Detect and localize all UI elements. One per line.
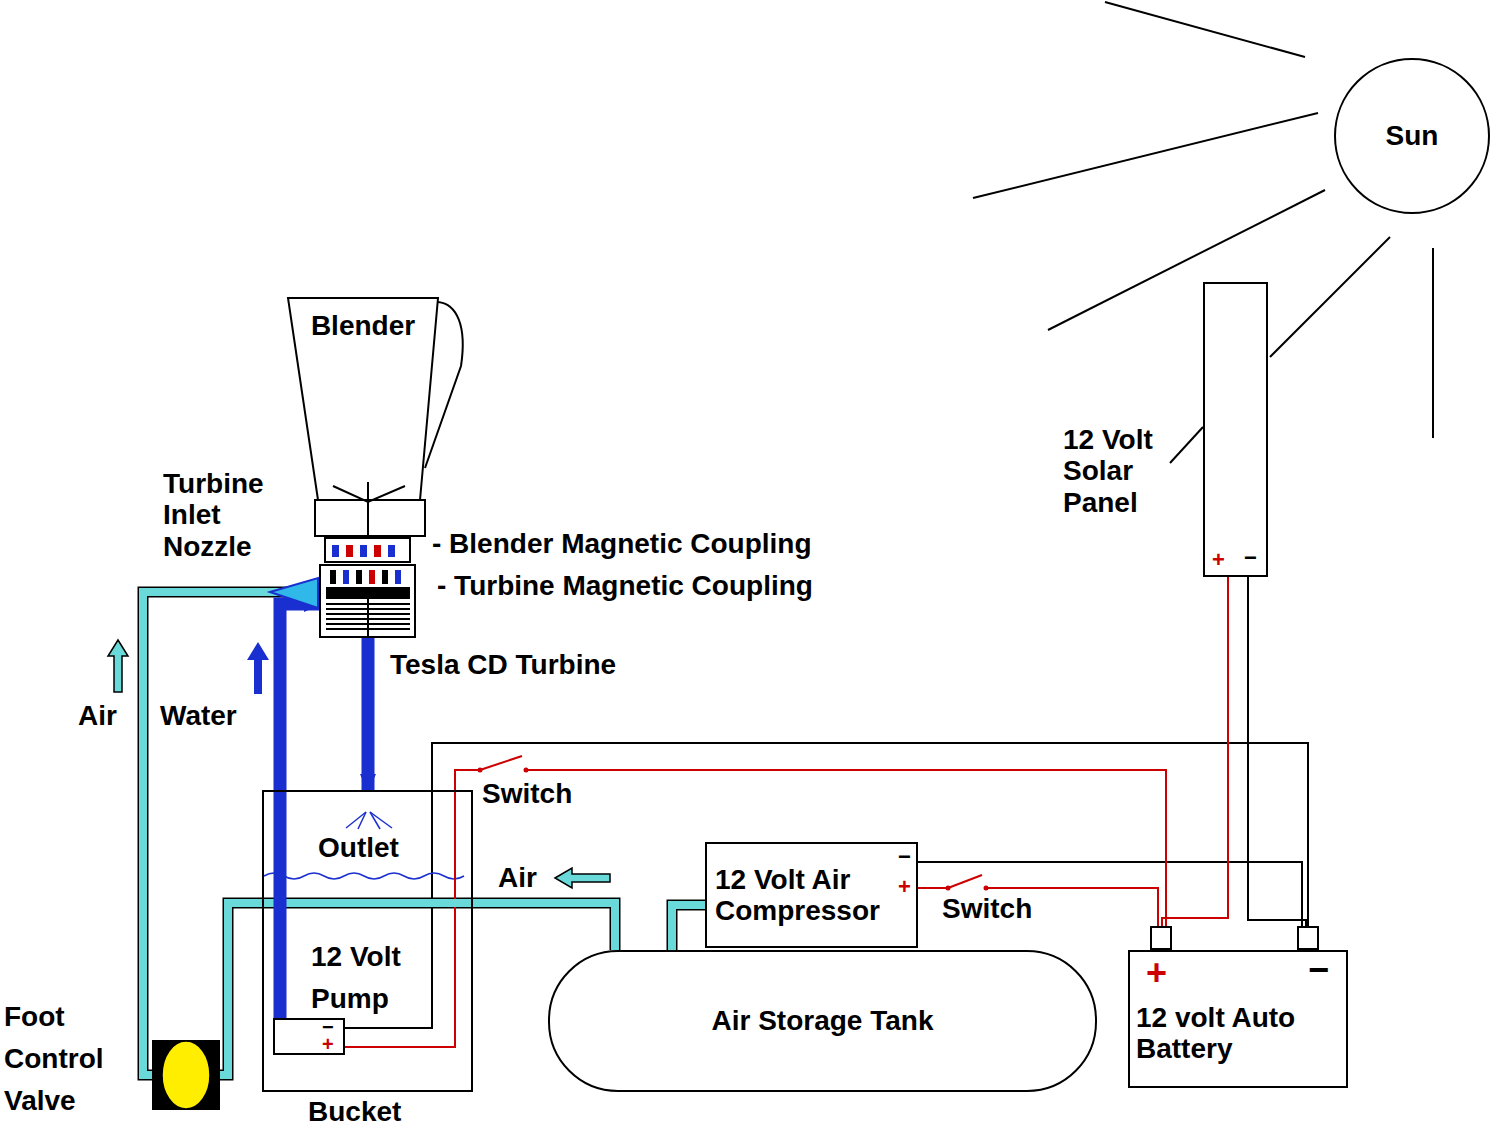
sun-ray [1105, 2, 1305, 57]
node-text: Sun [1386, 120, 1439, 151]
terminal-sign: − [1308, 950, 1329, 990]
water-arrow [247, 642, 269, 694]
turbine-magnet [369, 570, 375, 584]
sun-ray [1048, 190, 1325, 330]
node-text: Air Storage Tank [712, 1005, 934, 1036]
flow-label: Air [78, 700, 117, 731]
air-arrow [108, 640, 128, 692]
sun-ray [973, 113, 1318, 198]
black-wire [1248, 577, 1306, 927]
flow-label: Water [160, 700, 237, 731]
air-storage-tank: Air Storage Tank [548, 950, 1097, 1092]
air-compressor: 12 Volt Air Compressor [705, 842, 918, 948]
terminal-sign: + [1212, 548, 1225, 573]
turbine-magnet [343, 570, 349, 584]
turbine-housing [320, 565, 415, 637]
node-text: Bucket [308, 1096, 401, 1127]
water-surface [264, 873, 464, 879]
turbine-magnet [330, 570, 336, 584]
blender-magnetic-coupling [388, 545, 395, 557]
air-arrow [555, 868, 610, 888]
turbine-disk [326, 587, 410, 599]
node-text: 12 Volt Air Compressor [715, 864, 890, 927]
blender-magnetic-coupling [325, 538, 410, 562]
node-text: Tesla CD Turbine [390, 649, 616, 680]
turbine-shaft [367, 599, 369, 637]
switch-symbol [478, 768, 483, 773]
solar-panel: 12 Volt Solar Panel [1203, 282, 1268, 577]
valve-outline [152, 1040, 220, 1110]
pipe-outline [672, 905, 705, 950]
turbine-magnet [395, 570, 401, 584]
air-pipe [143, 592, 320, 1075]
switch-symbol [524, 768, 529, 773]
sun-ray [1270, 237, 1390, 357]
blender-handle [425, 302, 463, 468]
turbine-outline [320, 565, 415, 637]
blender-magnetic-coupling [374, 545, 381, 557]
switch-label: Switch [942, 893, 1032, 924]
outlet-spray [358, 812, 366, 829]
node-text: Blender [288, 310, 438, 341]
callout-label: Turbine Inlet Nozzle [163, 468, 281, 562]
node-text: 12 Volt Pump [311, 936, 441, 1020]
valve-body [152, 1040, 220, 1110]
turbine-magnet [356, 570, 362, 584]
switch-symbol [984, 886, 989, 891]
switch-symbol [948, 875, 982, 888]
power-wire [918, 888, 1158, 950]
battery-terminal [1151, 927, 1318, 949]
blender-magnetic-coupling [332, 545, 339, 557]
turbine-magnet [382, 570, 388, 584]
callout-label: Outlet [318, 832, 399, 863]
foot-control-valve: Foot Control Valve [152, 1040, 220, 1110]
water-pipe [362, 637, 375, 790]
outlet-spray [346, 812, 392, 829]
terminal-sign: + [1146, 953, 1167, 993]
blender-magnetic-coupling [325, 538, 410, 562]
blender-magnetic-coupling [346, 545, 353, 557]
terminal-sign: + [322, 1033, 334, 1055]
blender-base [315, 500, 425, 536]
outlet-spray [370, 812, 392, 828]
outlet-spray [370, 812, 380, 829]
outlet-spray [346, 812, 366, 828]
inlet-nozzle [270, 578, 318, 608]
sun-circle: Sun [1334, 58, 1490, 214]
node-text: Foot Control Valve [4, 996, 132, 1122]
terminal-sign: − [898, 845, 911, 870]
flow-label: Air [498, 862, 537, 893]
node-text: 12 volt Auto Battery [1136, 1002, 1342, 1065]
terminal-sign: − [1244, 546, 1257, 571]
terminal-sign: + [898, 875, 911, 900]
battery-terminal [1151, 927, 1171, 949]
callout-label: - Blender Magnetic Coupling [432, 528, 812, 559]
switch-symbol [946, 886, 951, 891]
node-text: 12 Volt Solar Panel [1063, 424, 1188, 518]
battery-terminal [1298, 927, 1318, 949]
blender-jar [288, 298, 438, 500]
blender-blade [333, 482, 405, 536]
power-wire [1162, 577, 1228, 950]
callout-label: - Turbine Magnetic Coupling [437, 570, 813, 601]
pump-box: 12 Volt Pump [273, 1018, 345, 1055]
tesla-turbine: Tesla CD Turbine [320, 565, 415, 637]
blender-magnetic-coupling [360, 545, 367, 557]
leader-line [1170, 427, 1203, 463]
blender-jar: Blender [285, 296, 465, 538]
black-wire [918, 862, 1302, 927]
sun-ray [1432, 248, 1434, 438]
air-pipe [672, 905, 705, 950]
switch-label: Switch [482, 778, 572, 809]
switch-symbol [480, 756, 522, 770]
valve-knob [162, 1041, 210, 1109]
